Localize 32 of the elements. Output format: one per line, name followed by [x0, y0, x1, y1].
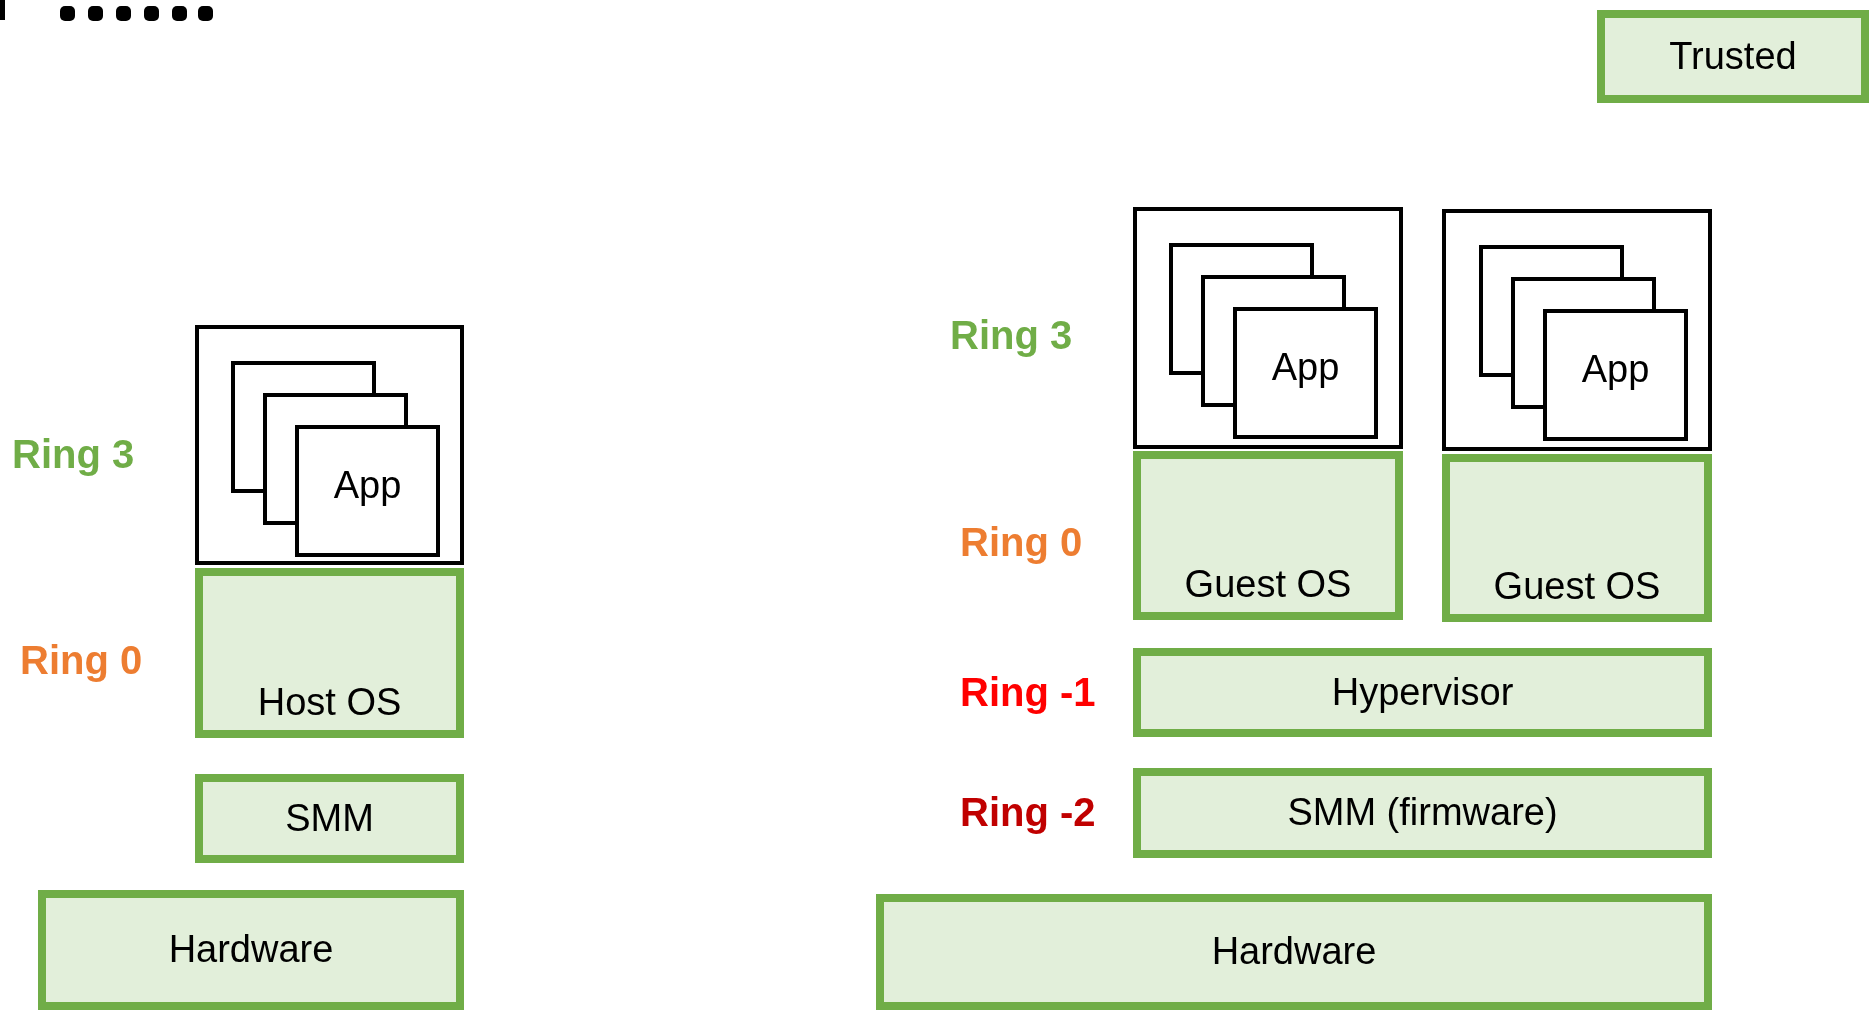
layer-box: [1442, 454, 1712, 622]
ring-label: Ring 3: [12, 431, 135, 478]
stacked-app-windows: [1479, 245, 1688, 441]
layer-box: [1133, 451, 1403, 620]
layer-label: Guest OS: [1493, 563, 1661, 609]
stacked-app-windows: [1169, 243, 1378, 439]
layer-label: SMM: [285, 795, 374, 841]
container-box: [195, 325, 464, 565]
layer-box: [1133, 768, 1712, 858]
layer-box: [195, 774, 464, 863]
ring-label: Ring 0: [960, 519, 1083, 566]
ring-label: Ring -1: [960, 669, 1096, 716]
layer-label: Hypervisor: [1331, 669, 1514, 715]
layer-label: SMM (firmware): [1287, 790, 1558, 836]
layer-label: Guest OS: [1184, 561, 1352, 607]
layer-label: Host OS: [257, 679, 402, 725]
layer-label: Hardware: [1211, 929, 1377, 975]
layer-label: App: [1581, 347, 1650, 393]
layer-box: [1133, 648, 1712, 737]
ring-label: Ring 0: [20, 637, 143, 684]
container-box: [1442, 209, 1712, 451]
layer-label: App: [333, 463, 402, 509]
layer-label: App: [1271, 345, 1340, 391]
stacked-app-windows: [231, 361, 440, 557]
ring-label: Ring 3: [950, 312, 1073, 359]
layer-box: [38, 890, 464, 1010]
container-box: [1133, 207, 1403, 449]
layer-box: [195, 568, 464, 738]
layer-label: Hardware: [168, 927, 334, 973]
legend-label: Trusted: [1669, 34, 1797, 79]
ring-label: Ring -2: [960, 789, 1096, 836]
layer-box: [876, 894, 1712, 1010]
